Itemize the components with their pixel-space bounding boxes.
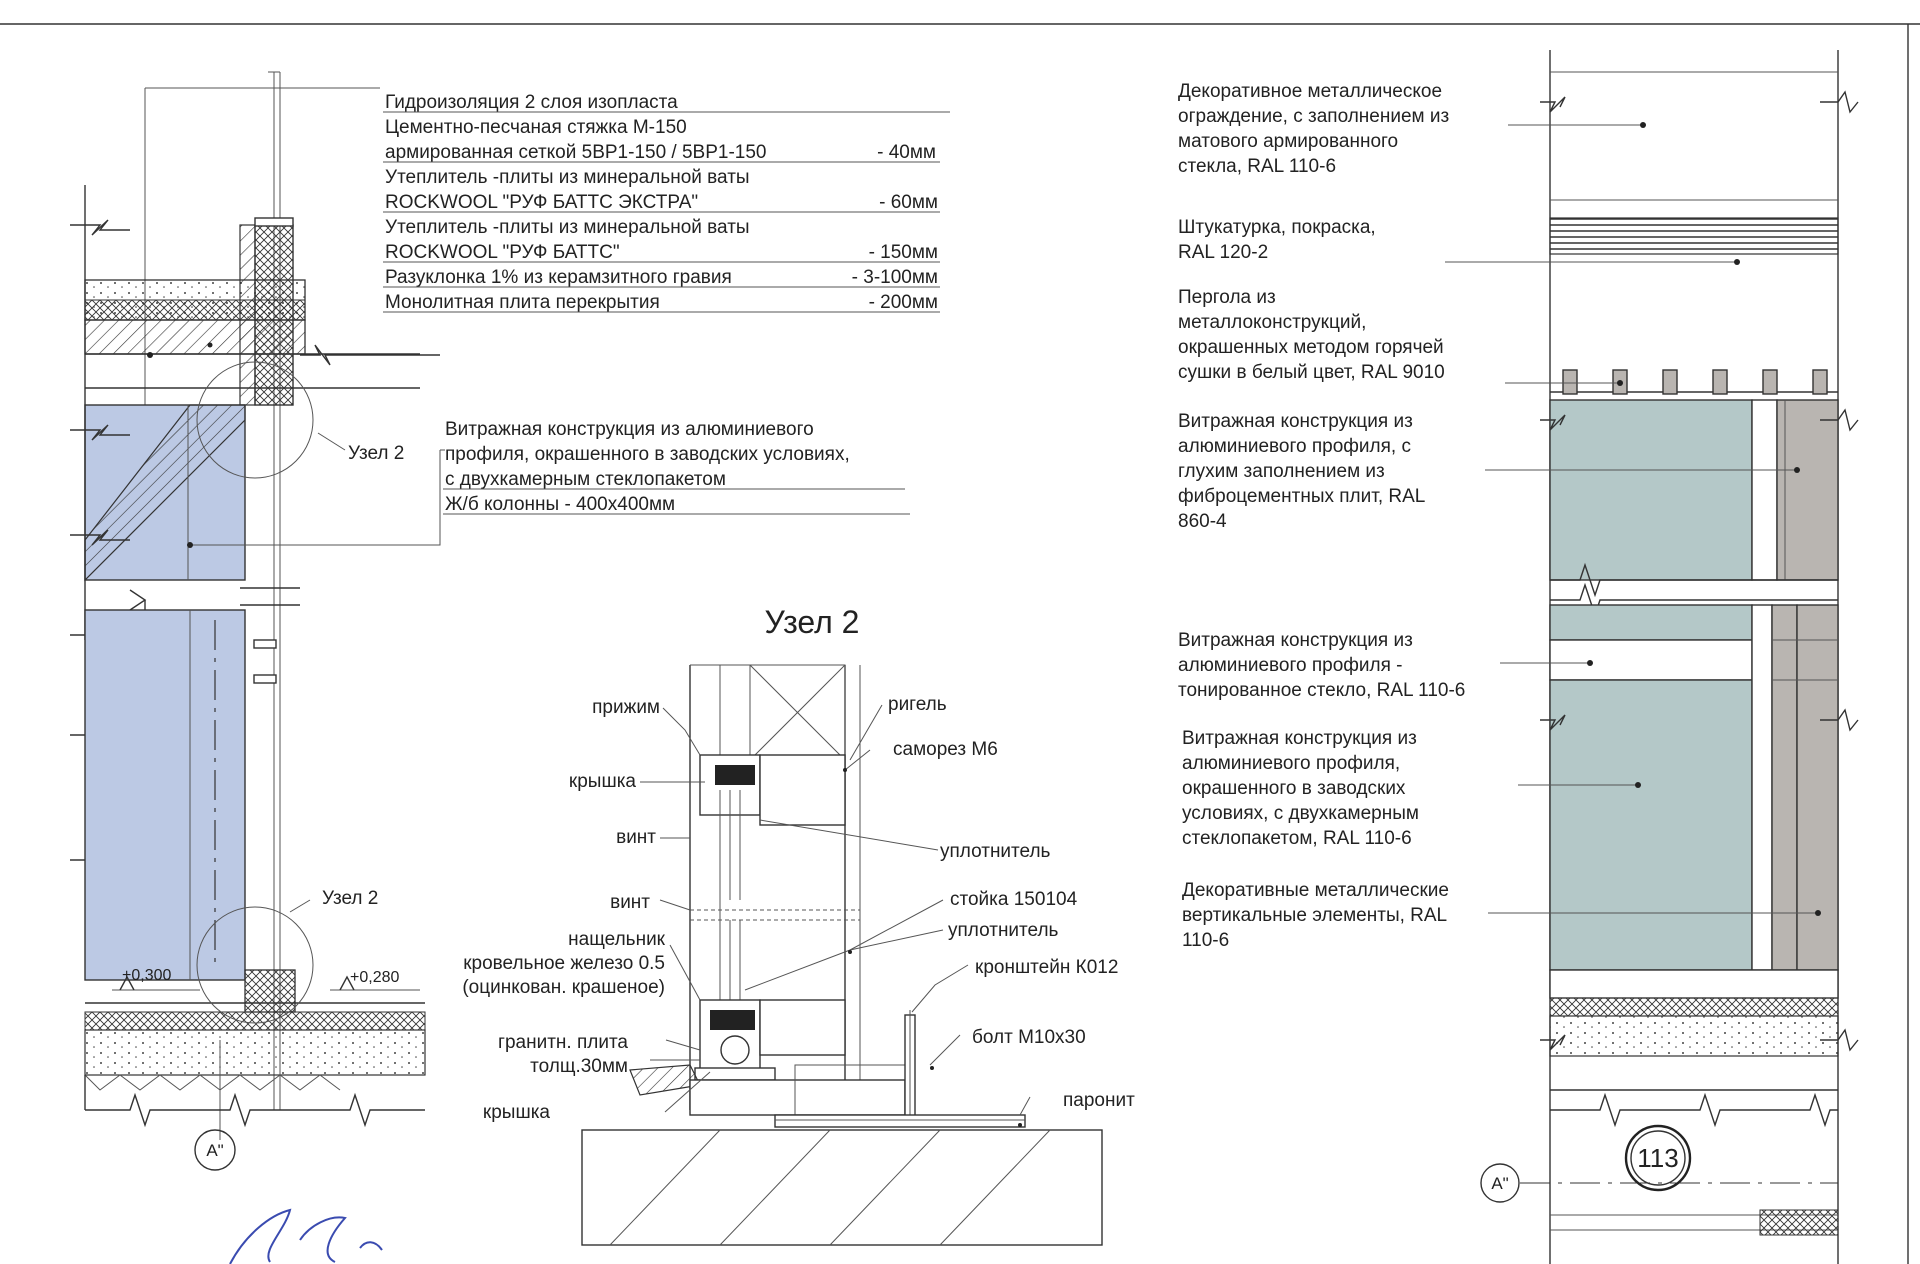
wall-section-drawing bbox=[70, 71, 445, 1171]
layer-line-5: ROCKWOOL "РУФ БАТТС ЭКСТРА" bbox=[385, 192, 698, 213]
note-fibrocement-5: 860-4 bbox=[1178, 511, 1227, 532]
node-2-detail: Узел 2 bbox=[581, 604, 1103, 1246]
label-bolt: болт М10х30 bbox=[972, 1027, 1086, 1048]
note-pergola-4: сушки в белый цвет, RAL 9010 bbox=[1178, 362, 1445, 383]
sheet-frame bbox=[0, 23, 1920, 1264]
label-seal-bottom: уплотнитель bbox=[948, 920, 1059, 941]
note-fibrocement-4: фиброцементных плит, RAL bbox=[1178, 486, 1425, 507]
elevation-notes: Декоративное металлическое ограждение, с… bbox=[1178, 81, 1679, 1193]
note-toned-glass-3: тонированное стекло, RAL 110-6 bbox=[1178, 680, 1465, 701]
sheet-number: 113 bbox=[1637, 1143, 1678, 1173]
level-mark-left: +0,300 bbox=[122, 967, 171, 984]
roof-layers-legend: Гидроизоляция 2 слоя изопласта Цементно-… bbox=[383, 92, 950, 313]
note-pergola-3: окрашенных методом горячей bbox=[1178, 337, 1444, 358]
node-detail-title: Узел 2 bbox=[765, 604, 860, 640]
note-railing-1: Декоративное металлическое bbox=[1178, 81, 1442, 102]
note-stucco-1: Штукатурка, покраска, bbox=[1178, 217, 1376, 238]
note-railing-4: стекла, RAL 110-6 bbox=[1178, 156, 1336, 177]
layer-line-9: Монолитная плита перекрытия bbox=[385, 292, 660, 313]
layer-thickness-8: - 3-100мм bbox=[852, 267, 938, 288]
note-fibrocement-1: Витражная конструкция из bbox=[1178, 411, 1413, 432]
label-roof-steel-note: (оцинкован. крашеное) bbox=[462, 977, 665, 998]
layer-line-7: ROCKWOOL "РУФ БАТТС" bbox=[385, 242, 620, 263]
signature-mark bbox=[229, 1208, 383, 1264]
note-pergola-2: металлоконструкций, bbox=[1178, 312, 1366, 333]
note-pergola-1: Пергола из bbox=[1178, 287, 1276, 308]
note-verticals-1: Декоративные металлические bbox=[1182, 880, 1449, 901]
label-screw-top: винт bbox=[616, 827, 656, 848]
label-cover-strip: нащельник bbox=[568, 929, 666, 950]
label-cover-top: крышка bbox=[569, 771, 637, 792]
axis-label-left: А" bbox=[206, 1141, 223, 1160]
node-ref-bottom: Узел 2 bbox=[322, 888, 378, 909]
note-glazing-3: окрашенного в заводских bbox=[1182, 778, 1406, 799]
node-ref-top: Узел 2 bbox=[348, 443, 404, 464]
label-post: стойка 150104 bbox=[950, 889, 1078, 910]
note-glazing-2: алюминиевого профиля, bbox=[1182, 753, 1400, 774]
note-railing-2: ограждение, с заполнением из bbox=[1178, 106, 1449, 127]
layer-thickness-9: - 200мм bbox=[869, 292, 938, 313]
label-bracket: кронштейн К012 bbox=[975, 957, 1118, 978]
layer-thickness-3: - 40мм bbox=[877, 142, 936, 163]
layer-thickness-5: - 60мм bbox=[879, 192, 938, 213]
label-paronite: паронит bbox=[1063, 1090, 1135, 1111]
label-transom: ригель bbox=[888, 694, 947, 715]
level-mark-right: +0,280 bbox=[350, 969, 399, 986]
note-verticals-2: вертикальные элементы, RAL bbox=[1182, 905, 1447, 926]
note-glazing-1: Витражная конструкция из bbox=[1182, 728, 1417, 749]
note-verticals-3: 110-6 bbox=[1182, 930, 1229, 951]
label-cover-bottom: крышка bbox=[483, 1102, 551, 1123]
layer-line-6: Утеплитель -плиты из минеральной ваты bbox=[385, 217, 750, 238]
layer-line-1: Гидроизоляция 2 слоя изопласта bbox=[385, 92, 678, 113]
note-toned-glass-2: алюминиевого профиля - bbox=[1178, 655, 1403, 676]
layer-line-4: Утеплитель -плиты из минеральной ваты bbox=[385, 167, 750, 188]
note-toned-glass-1: Витражная конструкция из bbox=[1178, 630, 1413, 651]
label-granite: гранитн. плита bbox=[498, 1032, 628, 1053]
note-fibrocement-2: алюминиевого профиля, с bbox=[1178, 436, 1411, 457]
note-glazing-4: условиях, с двухкамерным bbox=[1182, 803, 1419, 824]
facade-note: Витражная конструкция из алюминиевого пр… bbox=[122, 419, 910, 1160]
node-detail-labels: прижим крышка винт винт нащельник кровел… bbox=[462, 694, 1135, 1123]
layer-line-3: армированная сеткой 5ВР1-150 / 5ВР1-150 bbox=[385, 142, 766, 163]
note-glazing-5: стеклопакетом, RAL 110-6 bbox=[1182, 828, 1412, 849]
layer-thickness-7: - 150мм bbox=[869, 242, 938, 263]
layer-line-2: Цементно-песчаная стяжка М-150 bbox=[385, 117, 687, 138]
label-clamp: прижим bbox=[592, 697, 660, 718]
axis-label-right: А" bbox=[1491, 1174, 1508, 1193]
label-screw-m6: саморез М6 bbox=[893, 739, 998, 760]
facade-elevation-drawing bbox=[1445, 50, 1859, 1264]
note-fibrocement-3: глухим заполнением из bbox=[1178, 461, 1385, 482]
label-roof-steel: кровельное железо 0.5 bbox=[463, 953, 665, 974]
facade-note-line-1: Витражная конструкция из алюминиевого bbox=[445, 419, 814, 440]
layer-line-8: Разуклонка 1% из керамзитного гравия bbox=[385, 267, 732, 288]
note-railing-3: матового армированного bbox=[1178, 131, 1398, 152]
label-granite-thickness: толщ.30мм bbox=[530, 1056, 628, 1077]
label-seal-top: уплотнитель bbox=[940, 841, 1051, 862]
facade-note-line-3: с двухкамерным стеклопакетом bbox=[445, 469, 726, 490]
facade-note-line-4: Ж/б колонны - 400x400мм bbox=[445, 494, 675, 515]
facade-note-line-2: профиля, окрашенного в заводских условия… bbox=[445, 444, 850, 465]
note-stucco-2: RAL 120-2 bbox=[1178, 242, 1268, 263]
label-screw-bottom: винт bbox=[610, 892, 650, 913]
